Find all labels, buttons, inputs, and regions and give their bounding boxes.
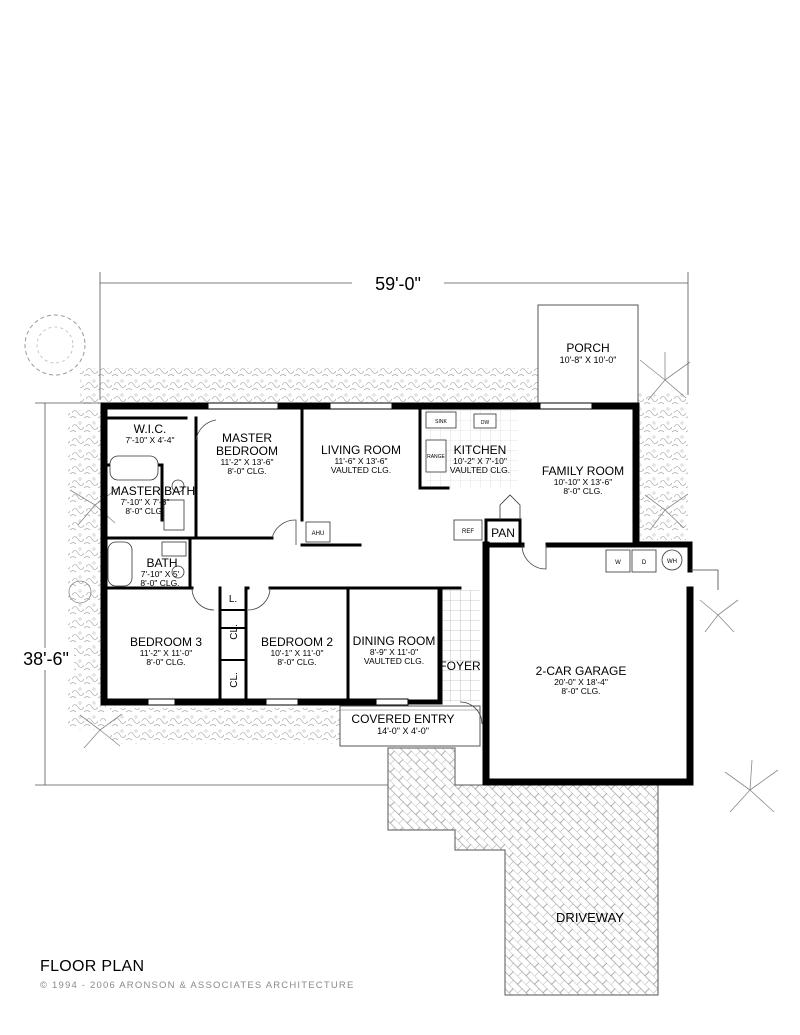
stairs-up-icon <box>499 494 521 520</box>
refrigerator-icon <box>453 519 483 541</box>
room-name: FAMILY ROOM <box>542 464 624 478</box>
room-ceiling: 8'-0" CLG. <box>563 486 602 496</box>
room-garage: 2-CAR GARAGE 20'-0" X 18'-4" 8'-0" CLG. <box>536 664 627 696</box>
bath-vanity-icon <box>161 541 187 557</box>
linen-label: L. <box>229 594 237 605</box>
driveway-label: DRIVEWAY <box>556 910 624 925</box>
room-name: BEDROOM 3 <box>130 635 202 649</box>
foyer-label: FOYER <box>439 659 481 673</box>
fixtures <box>107 411 683 587</box>
kitchen-sink-icon <box>425 411 457 429</box>
room-living-room: LIVING ROOM 11'-6" X 13'-6" VAULTED CLG. <box>321 443 401 475</box>
room-size: 10'-2" X 7'-10" <box>453 456 507 466</box>
ahu-label: AHU <box>312 531 325 537</box>
range-icon <box>425 439 447 473</box>
room-name: W.I.C. <box>134 422 167 436</box>
windows <box>147 402 593 706</box>
closet-label: CL. <box>229 672 240 688</box>
room-name: COVERED ENTRY <box>351 712 454 726</box>
tree-icon <box>36 326 74 364</box>
room-bath: BATH 7'-10" X 5' 8'-0" CLG. <box>140 556 179 588</box>
toilet-icon <box>171 479 185 493</box>
master-vanity-icon <box>163 499 185 531</box>
room-master-bedroom: MASTER BEDROOM 11'-2" X 13'-6" 8'-0" CLG… <box>216 431 278 476</box>
bath-tub-icon <box>107 541 133 587</box>
room-ceiling: 8'-0" CLG. <box>125 506 164 516</box>
room-name: BATH <box>146 556 177 570</box>
room-kitchen: KITCHEN 10'-2" X 7'-10" VAULTED CLG. <box>450 443 510 475</box>
room-size: 10'-1" X 11'-0" <box>270 648 323 658</box>
ahu-icon <box>305 521 331 543</box>
pantry-label: PAN <box>491 526 515 540</box>
room-size: 8'-9" X 11'-0" <box>370 647 418 657</box>
foyer-tile <box>440 590 480 702</box>
master-tub-icon <box>109 455 159 481</box>
room-name: PORCH <box>566 341 609 355</box>
room-size: 7'-10" X 7'-8" <box>121 497 170 507</box>
room-dining-room: DINING ROOM 8'-9" X 11'-0" VAULTED CLG. <box>353 634 436 666</box>
room-ceiling: 8'-0" CLG. <box>277 657 316 667</box>
closet-label: CL. <box>229 624 240 640</box>
washer-label: W <box>615 560 621 566</box>
washer-icon <box>605 549 631 573</box>
walls <box>100 402 694 786</box>
tree-icon <box>24 314 86 376</box>
room-size: 20'-0" X 18'-4" <box>554 677 608 687</box>
room-name: DINING ROOM <box>353 634 436 648</box>
sink-label: SINK <box>435 419 447 425</box>
room-name: BEDROOM 2 <box>261 635 333 649</box>
room-name: 2-CAR GARAGE <box>536 664 627 678</box>
room-ceiling: VAULTED CLG. <box>450 465 510 475</box>
overall-depth-label: 38'-6" <box>23 649 69 669</box>
water-heater-label: WH <box>667 559 677 565</box>
toilet-icon <box>171 565 185 579</box>
room-size: 14'-0" X 4'-0" <box>377 726 429 736</box>
room-ceiling: VAULTED CLG. <box>364 656 424 666</box>
driveway: DRIVEWAY <box>387 747 659 996</box>
room-size: 11'-2" X 13'-6" <box>220 457 273 467</box>
copyright-notice: © 1994 - 2006 ARONSON & ASSOCIATES ARCHI… <box>40 980 355 991</box>
overall-width-label: 59'-0" <box>375 274 421 294</box>
room-name: KITCHEN <box>454 443 507 457</box>
room-bedroom-3: BEDROOM 3 11'-2" X 11'-0" 8'-0" CLG. <box>130 635 202 667</box>
doors <box>191 419 719 725</box>
plan-caption: FLOOR PLAN <box>40 958 145 975</box>
room-bedroom-2: BEDROOM 2 10'-1" X 11'-0" 8'-0" CLG. <box>261 635 333 667</box>
room-family-room: FAMILY ROOM 10'-10" X 13'-6" 8'-0" CLG. <box>542 464 624 496</box>
room-master-bath: MASTER BATH 7'-10" X 7'-8" 8'-0" CLG. <box>111 484 195 516</box>
room-ceiling: VAULTED CLG. <box>331 465 391 475</box>
dishwasher-icon <box>473 413 497 429</box>
room-name-line2: BEDROOM <box>216 444 278 458</box>
room-wic: W.I.C. 7'-10" X 4'-4" <box>126 422 175 445</box>
room-size: 11'-2" X 11'-0" <box>140 648 192 658</box>
room-size: 10'-8" X 10'-0" <box>560 355 617 365</box>
porch: PORCH 10'-8" X 10'-0" <box>537 304 639 404</box>
room-ceiling: 8'-0" CLG. <box>140 578 179 588</box>
room-ceiling: 8'-0" CLG. <box>227 466 266 476</box>
room-size: 10'-10" X 13'-6" <box>554 477 612 487</box>
room-size: 11'-6" X 13'-6" <box>334 456 387 466</box>
landscaping <box>24 314 779 813</box>
ref-label: REF <box>462 529 474 535</box>
dryer-icon <box>631 549 657 573</box>
water-heater-icon <box>661 549 683 571</box>
room-name: MASTER <box>222 431 272 445</box>
dw-label: DW <box>481 420 490 426</box>
room-ceiling: 8'-0" CLG. <box>146 657 185 667</box>
room-name: LIVING ROOM <box>321 443 401 457</box>
range-label: RANGE <box>427 454 445 460</box>
covered-entry: COVERED ENTRY 14'-0" X 4'-0" <box>339 705 481 747</box>
dryer-label: D <box>642 560 647 566</box>
room-size: 7'-10" X 4'-4" <box>126 435 175 445</box>
room-size: 7'-10" X 5' <box>141 569 180 579</box>
room-name: MASTER BATH <box>111 484 195 498</box>
room-ceiling: 8'-0" CLG. <box>561 686 600 696</box>
